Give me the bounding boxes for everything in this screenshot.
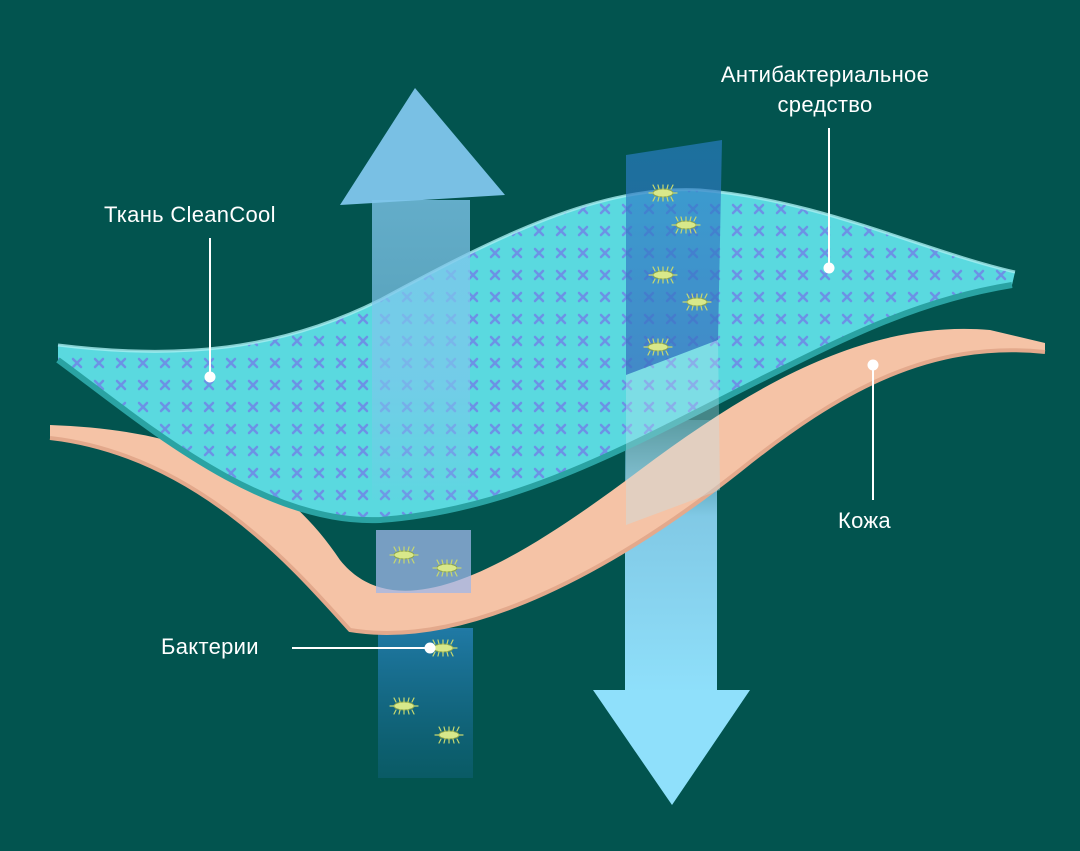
bacteria-strip-lower (378, 628, 473, 778)
label-skin: Кожа (838, 508, 891, 533)
label-fabric: Ткань CleanCool (104, 202, 276, 227)
bacteria-strip-middle (376, 530, 471, 593)
leader-fabric (204, 238, 216, 383)
antibacterial-strip (626, 140, 722, 525)
label-antibacterial-line2: средство (777, 92, 873, 117)
leader-skin (867, 359, 879, 500)
fabric-layer (56, 188, 1016, 524)
arrow-up-icon (340, 88, 505, 500)
skin-layer (49, 328, 1046, 635)
leader-bacteria (292, 642, 436, 654)
label-bacteria: Бактерии (161, 634, 259, 659)
label-antibacterial: Антибактериальное средство (690, 60, 960, 120)
leader-antibacterial (823, 128, 835, 274)
label-antibacterial-line1: Антибактериальное (720, 62, 930, 87)
